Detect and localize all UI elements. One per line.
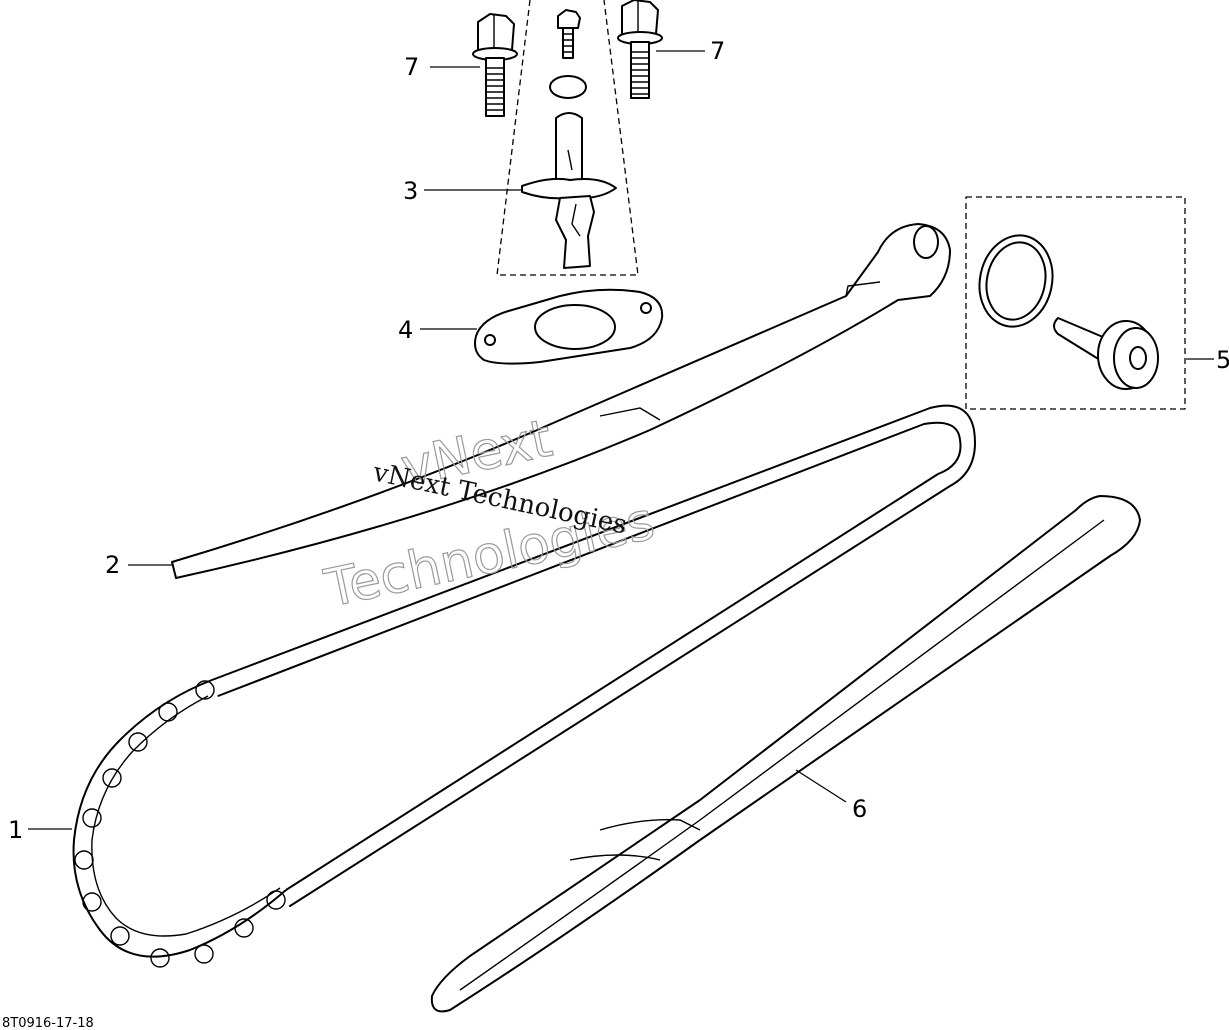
timing-chain <box>72 404 976 968</box>
gasket <box>474 288 664 365</box>
callout-3: 3 <box>403 177 418 205</box>
callout-2: 2 <box>105 551 120 579</box>
callout-7-left: 7 <box>404 53 419 81</box>
tensioner-plunger <box>521 75 617 269</box>
bolt-left <box>472 13 518 117</box>
callout-4: 4 <box>398 316 413 344</box>
callout-1: 1 <box>8 816 23 844</box>
bolt-right <box>617 0 663 99</box>
callout-7-right: 7 <box>710 37 725 65</box>
bolt-small <box>557 9 581 59</box>
callout-6: 6 <box>852 795 867 823</box>
tensioner-guide <box>171 223 951 579</box>
callout-labels: 7 7 3 4 5 2 1 6 <box>8 37 1229 844</box>
callout-5: 5 <box>1216 346 1229 374</box>
chain-rollers <box>74 680 286 968</box>
plug-frame <box>965 196 1186 410</box>
figure-code: 8T0916-17-18 <box>2 1016 94 1030</box>
o-ring <box>978 234 1054 328</box>
chain-guide <box>430 495 1141 1013</box>
leader-lines <box>28 50 1214 830</box>
plug <box>1053 317 1159 390</box>
